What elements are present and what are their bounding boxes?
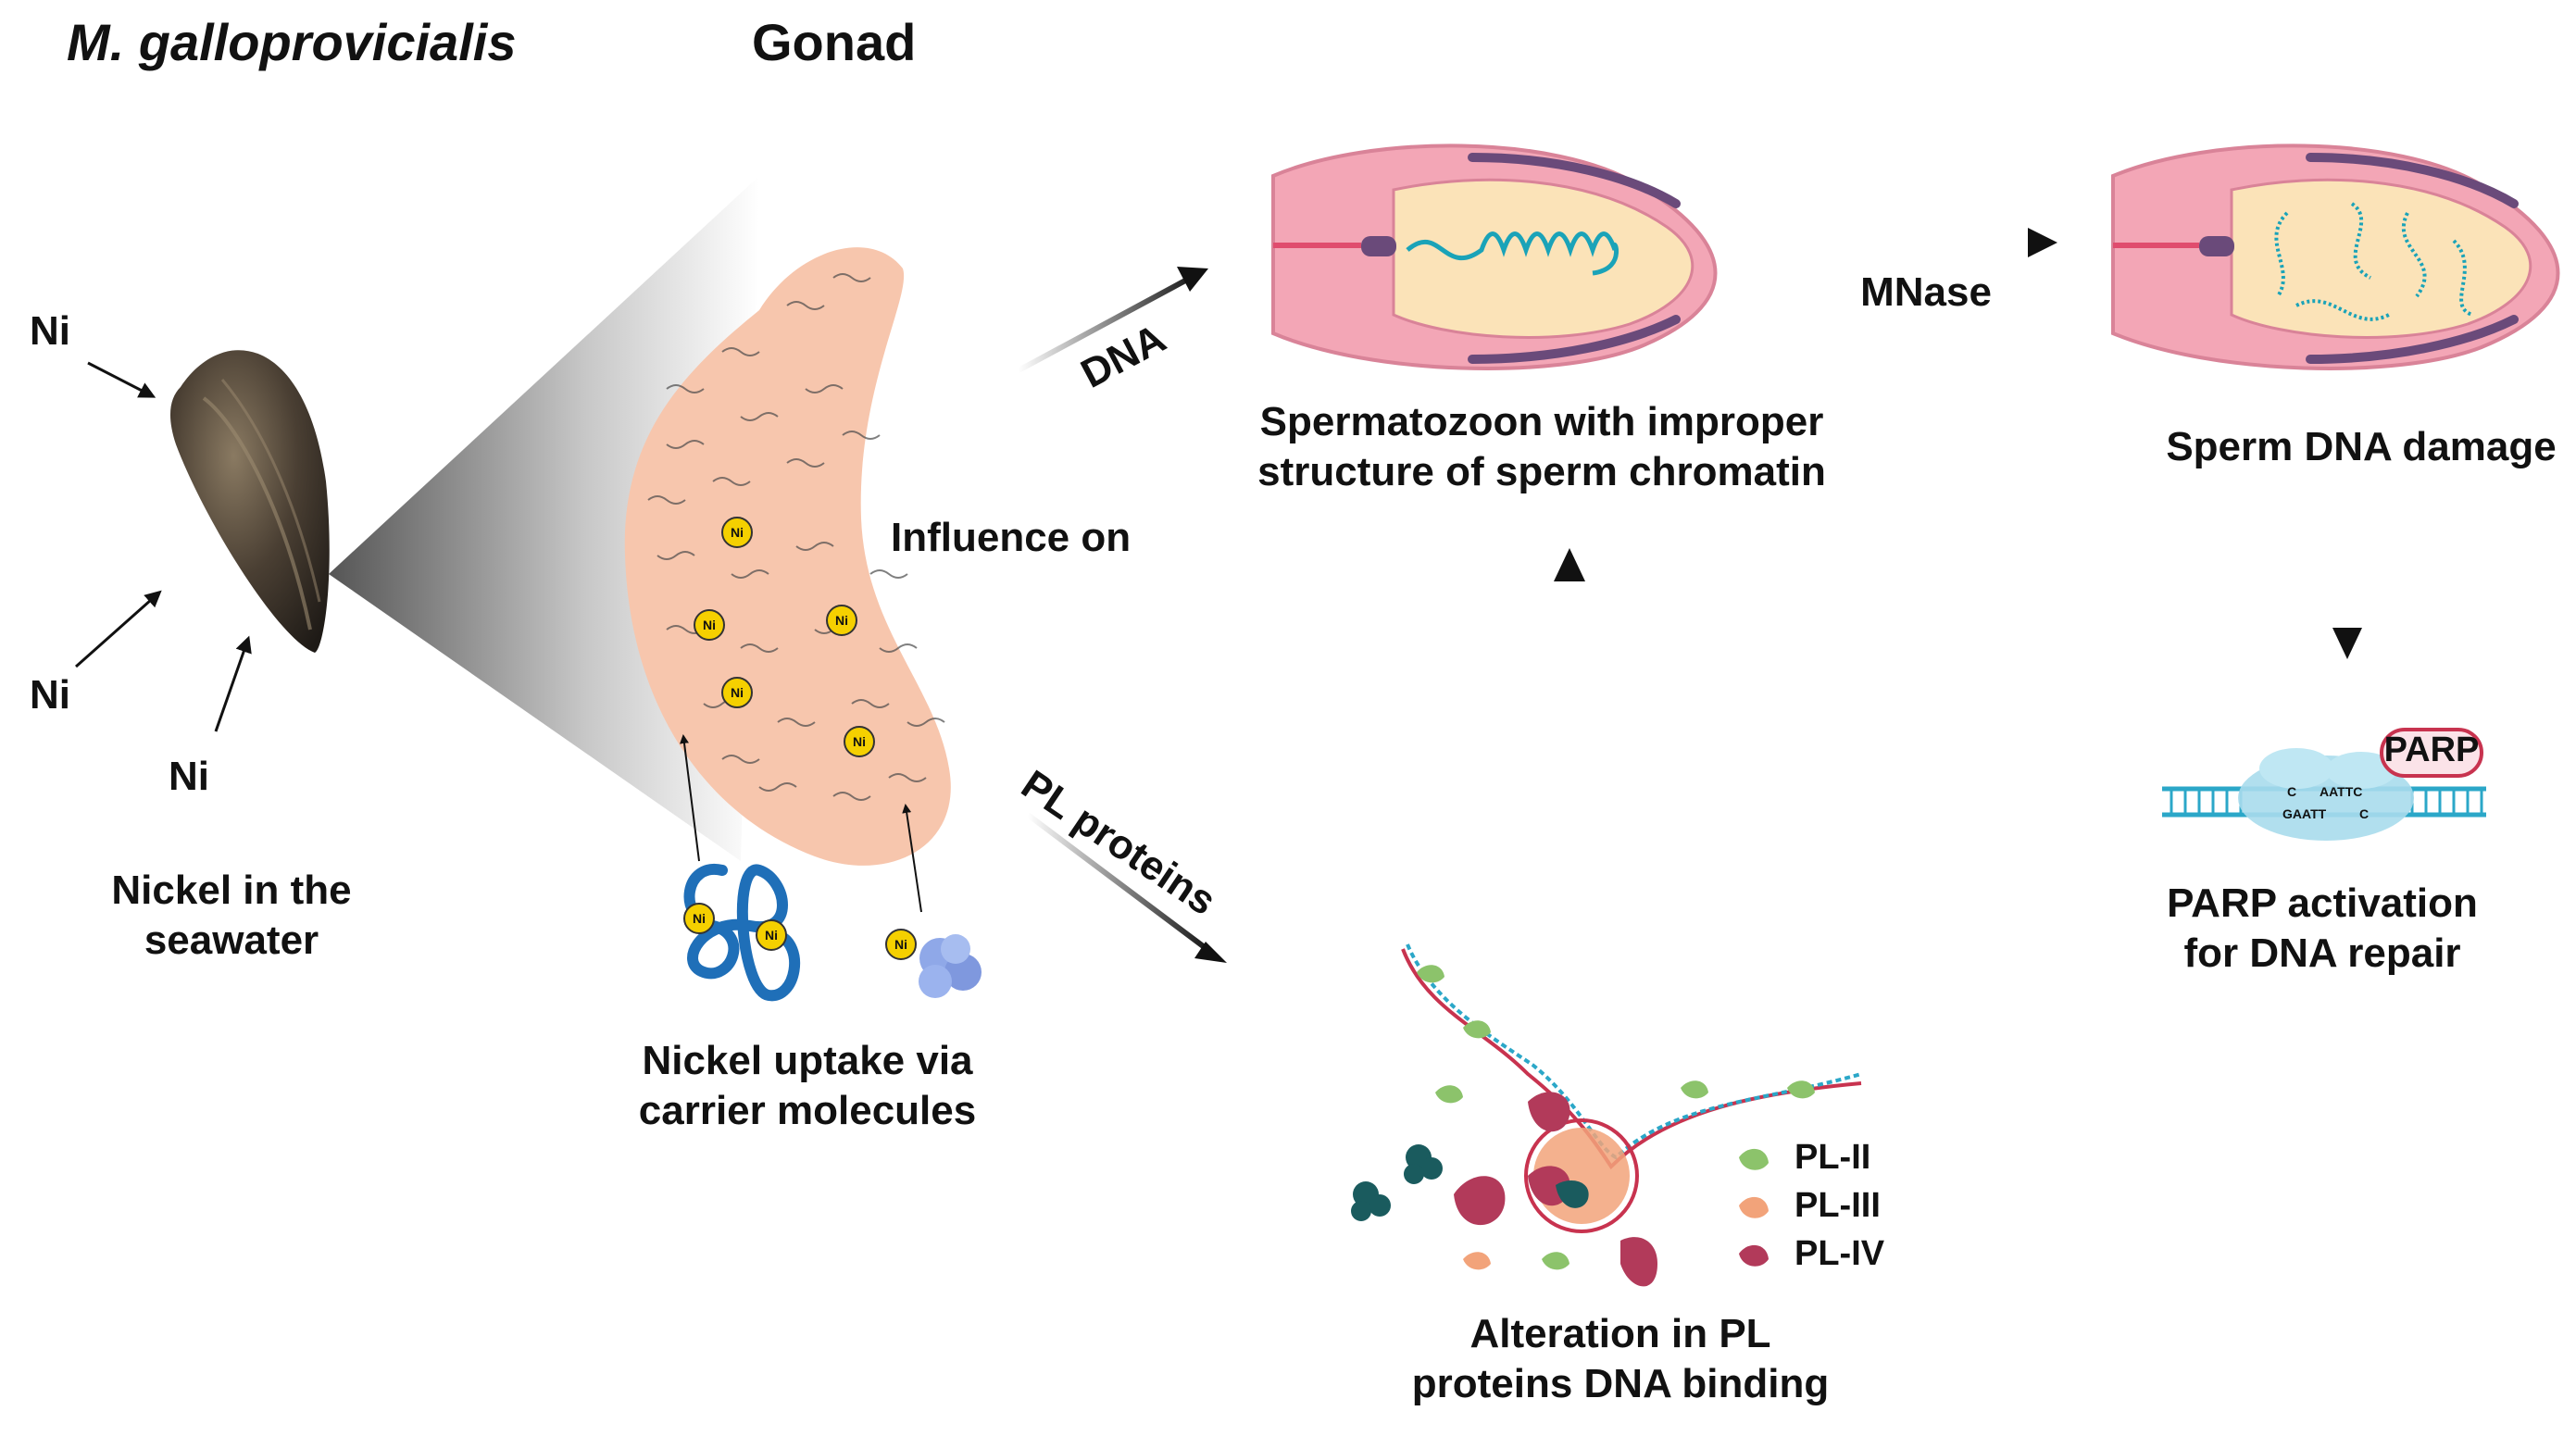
legend-item-pl-ii: PL-II bbox=[1739, 1138, 1870, 1177]
alteration-caption: proteins DNA binding bbox=[1412, 1361, 1830, 1406]
svg-text:Ni: Ni bbox=[731, 685, 744, 700]
legend-item-pl-iii: PL-III bbox=[1739, 1186, 1881, 1225]
carrier-protein-icon: Ni Ni bbox=[683, 863, 801, 1002]
influence-label: Influence on bbox=[891, 515, 1131, 560]
ni-badge: Ni bbox=[826, 605, 857, 636]
seawater-caption: seawater bbox=[144, 918, 319, 963]
svg-text:Ni: Ni bbox=[835, 613, 848, 628]
parp-seq-bottom: GAATT bbox=[2282, 806, 2327, 821]
legend-item-pl-iv: PL-IV bbox=[1739, 1234, 1885, 1273]
svg-text:Ni: Ni bbox=[731, 525, 744, 540]
alteration-caption: Alteration in PL bbox=[1469, 1311, 1770, 1356]
mnase-label: MNase bbox=[1860, 269, 1992, 315]
ni-label: Ni bbox=[169, 754, 209, 799]
improper-caption: structure of sperm chromatin bbox=[1257, 449, 1826, 494]
parp-badge bbox=[2380, 728, 2483, 778]
uptake-arrow bbox=[680, 734, 700, 862]
svg-text:PL-IV: PL-IV bbox=[1794, 1234, 1885, 1273]
dna-label: DNA bbox=[1074, 316, 1173, 397]
svg-text:PL-II: PL-II bbox=[1794, 1138, 1870, 1177]
svg-text:Ni: Ni bbox=[765, 928, 778, 943]
svg-text:Ni: Ni bbox=[703, 618, 716, 632]
uptake-arrow bbox=[902, 804, 922, 913]
improper-caption: Spermatozoon with improper bbox=[1260, 399, 1824, 444]
alteration-up-arrow bbox=[1554, 548, 1585, 991]
ni-badge: Ni bbox=[721, 677, 753, 708]
spermatozoon-improper-chromatin bbox=[1271, 144, 1718, 370]
svg-text:Ni: Ni bbox=[894, 937, 907, 952]
parp-caption: for DNA repair bbox=[2183, 930, 2460, 976]
pl-protein-dna-complex bbox=[1351, 943, 1862, 1287]
parp-dna-repair-icon: C AATTC GAATT C PARP bbox=[2162, 728, 2486, 841]
damage-caption: Sperm DNA damage bbox=[2166, 424, 2556, 469]
gonad-tissue: Ni Ni Ni Ni Ni bbox=[624, 247, 951, 866]
ni-arrow-2: Ni bbox=[30, 590, 162, 718]
parp-seq-c: C bbox=[2359, 806, 2369, 821]
ni-label: Ni bbox=[30, 308, 70, 354]
uptake-caption: Nickel uptake via bbox=[642, 1038, 973, 1083]
svg-text:Ni: Ni bbox=[853, 734, 866, 749]
ni-badge: Ni bbox=[844, 726, 875, 757]
uptake-caption: carrier molecules bbox=[639, 1088, 976, 1133]
seawater-caption: Nickel in the bbox=[111, 868, 351, 913]
ni-arrow-3: Ni bbox=[169, 635, 252, 799]
parp-arrow bbox=[2332, 500, 2362, 659]
ni-badge: Ni bbox=[721, 517, 753, 548]
organ-title: Gonad bbox=[752, 13, 916, 71]
svg-text:PL-III: PL-III bbox=[1794, 1186, 1881, 1225]
parp-badge-label: PARP bbox=[2384, 730, 2480, 769]
species-title: M. galloprovicialis bbox=[67, 13, 516, 71]
mnase-arrow: MNase bbox=[1806, 228, 2057, 315]
svg-text:Ni: Ni bbox=[693, 911, 706, 926]
pl-proteins-label: PL proteins bbox=[1013, 762, 1223, 925]
pl-proteins-arrow: PL proteins bbox=[1013, 762, 1227, 963]
mussel-shell-icon bbox=[169, 350, 330, 653]
spermatozoon-dna-damage bbox=[2111, 144, 2560, 370]
ni-badge: Ni bbox=[694, 609, 725, 641]
pl-legend: PL-II PL-III PL-IV bbox=[1739, 1138, 1885, 1273]
parp-seq-c: C bbox=[2287, 784, 2296, 799]
carrier-molecule-icon: Ni bbox=[885, 929, 982, 998]
dna-arrow: DNA bbox=[1017, 267, 1208, 397]
ni-label: Ni bbox=[30, 672, 70, 718]
parp-caption: PARP activation bbox=[2167, 880, 2478, 926]
ni-arrow-1: Ni bbox=[30, 308, 156, 398]
parp-seq-top: AATTC bbox=[2320, 784, 2362, 799]
